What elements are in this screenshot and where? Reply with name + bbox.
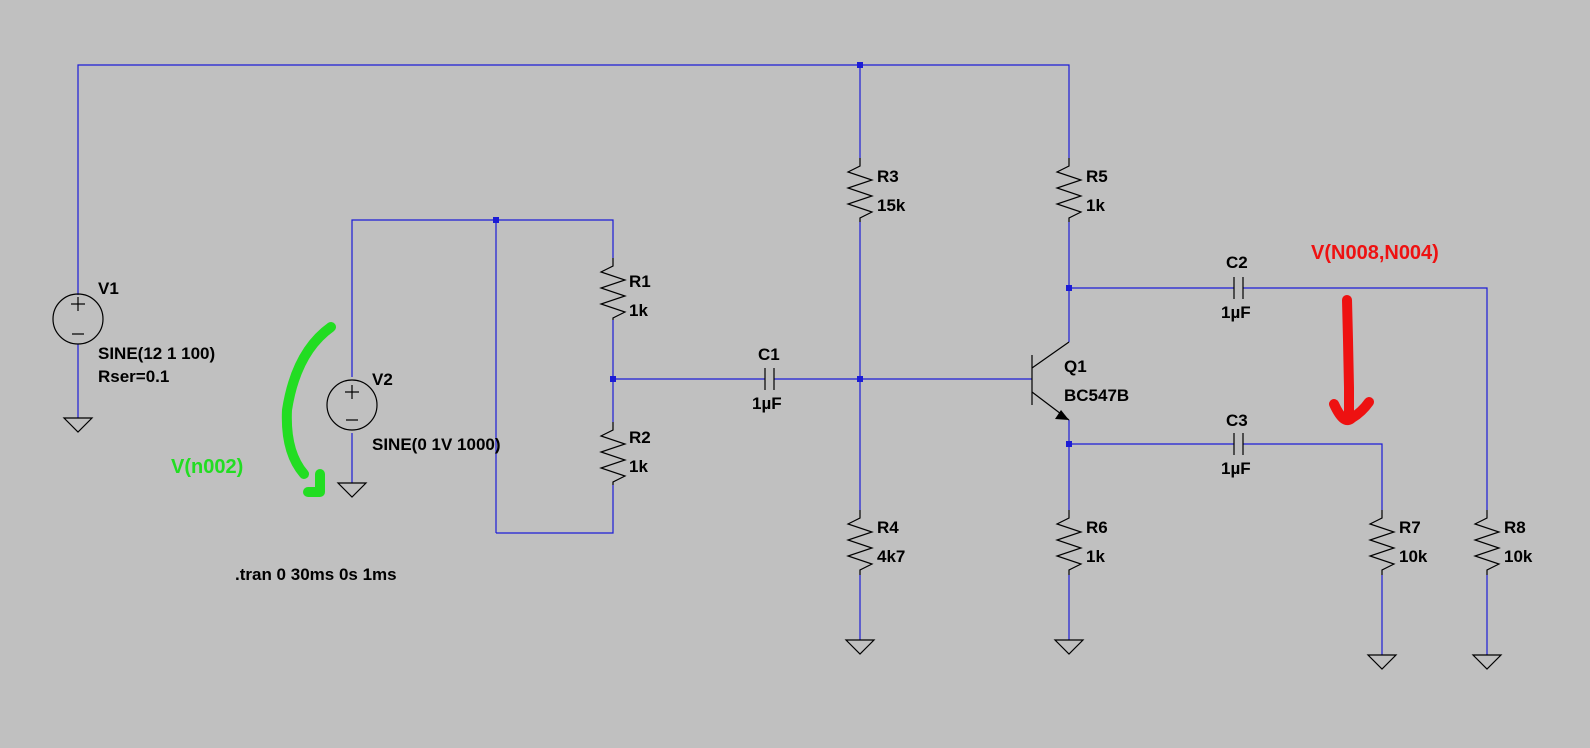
r5-name: R5 — [1086, 167, 1108, 186]
probe-green-label: V(n002) — [171, 456, 243, 478]
junction-emitter — [1066, 441, 1072, 447]
capacitor-c3[interactable] — [1233, 433, 1244, 455]
r4-name: R4 — [877, 518, 899, 537]
resistor-r1[interactable] — [599, 258, 627, 320]
q1-value: BC547B — [1064, 386, 1129, 405]
resistor-r8[interactable] — [1473, 510, 1501, 575]
junctions — [493, 62, 1072, 447]
ground-v2 — [336, 482, 368, 498]
probe-red: V(N008,N004) — [1311, 242, 1439, 426]
c1-value: 1µF — [752, 394, 782, 413]
junction-base — [857, 376, 863, 382]
r1-name: R1 — [629, 272, 651, 291]
r5-value: 1k — [1086, 196, 1105, 215]
v2-value: SINE(0 1V 1000) — [372, 435, 501, 454]
ground-v1 — [62, 417, 94, 433]
r2-value: 1k — [629, 457, 648, 476]
capacitor-c1[interactable] — [764, 368, 775, 390]
wire-c2-r8[interactable] — [1243, 287, 1488, 510]
resistor-r6[interactable] — [1055, 510, 1083, 575]
wires — [77, 64, 1488, 655]
probe-red-arrow-icon — [1329, 295, 1374, 426]
r7-value: 10k — [1399, 547, 1428, 566]
r2-name: R2 — [629, 428, 651, 447]
wire-r2-bottom[interactable] — [496, 485, 614, 534]
c2-value: 1µF — [1221, 303, 1251, 322]
v2-name: V2 — [372, 370, 393, 389]
wire-v2-top[interactable] — [351, 219, 614, 377]
c3-name: C3 — [1226, 411, 1248, 430]
probe-green: V(n002) — [171, 322, 336, 497]
r6-name: R6 — [1086, 518, 1108, 537]
voltage-source-v2[interactable] — [326, 379, 378, 431]
junction-collector — [1066, 285, 1072, 291]
v1-rser: Rser=0.1 — [98, 367, 169, 386]
resistor-r3[interactable] — [846, 158, 874, 222]
resistor-r4[interactable] — [846, 510, 874, 575]
transistor-q1[interactable] — [1031, 341, 1070, 421]
ground-r4 — [844, 639, 876, 655]
q1-name: Q1 — [1064, 357, 1087, 376]
probe-red-label: V(N008,N004) — [1311, 242, 1439, 264]
voltage-source-v1[interactable] — [52, 293, 104, 345]
r3-name: R3 — [877, 167, 899, 186]
r8-name: R8 — [1504, 518, 1526, 537]
junction-divider-mid — [610, 376, 616, 382]
component-labels: V1 SINE(12 1 100) Rser=0.1 V2 SINE(0 1V … — [98, 167, 1533, 584]
c3-value: 1µF — [1221, 459, 1251, 478]
r8-value: 10k — [1504, 547, 1533, 566]
ground-r7 — [1366, 654, 1398, 670]
v1-name: V1 — [98, 279, 119, 298]
ground-r8 — [1471, 654, 1503, 670]
resistor-r7[interactable] — [1368, 510, 1396, 575]
r3-value: 15k — [877, 196, 906, 215]
r4-value: 4k7 — [877, 547, 905, 566]
probe-green-arrow-icon — [281, 322, 336, 497]
capacitor-c2[interactable] — [1233, 277, 1244, 299]
resistor-r2[interactable] — [599, 422, 627, 485]
c2-name: C2 — [1226, 253, 1248, 272]
r1-value: 1k — [629, 301, 648, 320]
ground-r6 — [1053, 639, 1085, 655]
junction-v2-top — [493, 217, 499, 223]
c1-name: C1 — [758, 345, 780, 364]
junction-top-rail — [857, 62, 863, 68]
tran-directive[interactable]: .tran 0 30ms 0s 1ms — [235, 565, 397, 584]
wire-c3-r7[interactable] — [1243, 443, 1383, 510]
wire-supply-rail[interactable] — [77, 64, 1070, 295]
resistor-r5[interactable] — [1055, 158, 1083, 222]
r6-value: 1k — [1086, 547, 1105, 566]
r7-name: R7 — [1399, 518, 1421, 537]
v1-value: SINE(12 1 100) — [98, 344, 215, 363]
